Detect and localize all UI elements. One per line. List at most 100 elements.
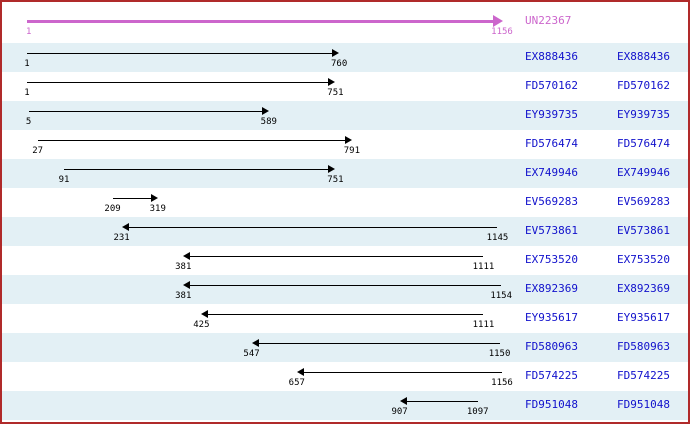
hit-end-coord: 1150 (488, 349, 511, 359)
hit-start-coord: 907 (391, 407, 408, 417)
hit-accession-link-secondary[interactable]: EX749946 (617, 166, 670, 179)
hit-end-coord: 760 (331, 59, 348, 69)
hit-accession-link-secondary[interactable]: EX753520 (617, 253, 670, 266)
hit-row-stripe: 657 1156 (2, 362, 674, 391)
hit-end-coord: 1111 (472, 320, 495, 330)
hit-accession-link-secondary[interactable]: FD570162 (617, 79, 670, 92)
query-start-coord: 1 (26, 27, 32, 37)
alignment-arrowhead-right-icon (261, 107, 269, 115)
hit-accession-link-secondary[interactable]: FD951048 (617, 398, 670, 411)
hit-row-stripe: 231 1145 (2, 217, 674, 246)
hit-row[interactable]: 5 589 EY939735 EY939735 (2, 101, 688, 130)
hit-start-coord: 657 (288, 378, 305, 388)
hit-accession-link-secondary[interactable]: EY939735 (617, 108, 670, 121)
hit-row[interactable]: 425 1111 EY935617 EY935617 (2, 304, 688, 333)
alignment-arrowhead-left-icon (183, 281, 191, 289)
hit-accession-link[interactable]: FD574225 (525, 369, 578, 382)
query-end-coord: 1156 (491, 27, 513, 37)
hit-row[interactable]: 231 1145 EV573861 EV573861 (2, 217, 688, 246)
hit-row-stripe: 425 1111 (2, 304, 674, 333)
alignment-bar[interactable] (112, 198, 152, 199)
hit-end-coord: 791 (343, 146, 361, 156)
alignment-bar[interactable] (257, 343, 500, 344)
hit-start-coord: 1 (24, 59, 30, 69)
hit-accession-link[interactable]: EV573861 (525, 224, 578, 237)
hit-start-coord: 425 (193, 320, 210, 330)
hit-end-coord: 1111 (472, 262, 495, 272)
hit-end-coord: 1145 (486, 233, 509, 243)
alignment-arrowhead-right-icon (332, 49, 340, 57)
alignment-bar[interactable] (302, 372, 502, 373)
hit-accession-link[interactable]: EX749946 (525, 166, 578, 179)
alignment-arrowhead-right-icon (328, 78, 336, 86)
alignment-arrowhead-right-icon (328, 165, 336, 173)
hit-accession-link[interactable]: EX892369 (525, 282, 578, 295)
alignment-bar[interactable] (64, 169, 330, 170)
hit-accession-link[interactable]: FD951048 (525, 398, 578, 411)
alignment-bar[interactable] (127, 227, 498, 228)
alignment-arrowhead-left-icon (121, 223, 129, 231)
alignment-arrowhead-left-icon (251, 339, 259, 347)
hit-start-coord: 381 (175, 291, 192, 301)
hit-start-coord: 91 (58, 175, 70, 185)
hit-end-coord: 589 (260, 117, 277, 127)
hit-row-stripe: 91 751 (2, 159, 674, 188)
hit-row[interactable]: 91 751 EX749946 EX749946 (2, 159, 688, 188)
alignment-arrowhead-left-icon (183, 252, 191, 260)
hit-end-coord: 1154 (490, 291, 513, 301)
hit-accession-link[interactable]: EX888436 (525, 50, 578, 63)
hit-accession-link-secondary[interactable]: EY935617 (617, 311, 670, 324)
alignment-bar[interactable] (189, 256, 484, 257)
hit-end-coord: 1156 (491, 378, 513, 388)
hit-accession-link-secondary[interactable]: EX888436 (617, 50, 670, 63)
alignment-bar[interactable] (189, 285, 502, 286)
hit-row[interactable]: 547 1150 FD580963 FD580963 (2, 333, 688, 362)
hit-start-coord: 27 (32, 146, 44, 156)
hit-start-coord: 209 (104, 204, 121, 214)
hit-accession-link-secondary[interactable]: EV569283 (617, 195, 670, 208)
alignment-arrowhead-left-icon (296, 368, 304, 376)
hit-accession-link[interactable]: FD570162 (525, 79, 578, 92)
hit-accession-link-secondary[interactable]: FD580963 (617, 340, 670, 353)
hit-row[interactable]: 381 1154 EX892369 EX892369 (2, 275, 688, 304)
hit-start-coord: 5 (25, 117, 32, 127)
alignment-bar[interactable] (27, 82, 330, 83)
query-track: 1 1156 UN22367 (2, 7, 688, 43)
hit-accession-link[interactable]: EY939735 (525, 108, 578, 121)
hit-accession-link-secondary[interactable]: FD574225 (617, 369, 670, 382)
hit-row[interactable]: 27 791 FD576474 FD576474 (2, 130, 688, 159)
hit-accession-link-secondary[interactable]: EV573861 (617, 224, 670, 237)
hit-start-coord: 547 (243, 349, 260, 359)
alignment-bar[interactable] (27, 53, 334, 54)
hit-accession-link-secondary[interactable]: FD576474 (617, 137, 670, 150)
alignment-arrowhead-right-icon (344, 136, 352, 144)
query-arrowhead-icon (493, 15, 503, 27)
alignment-bar[interactable] (28, 111, 263, 112)
hit-accession-link-secondary[interactable]: EX892369 (617, 282, 670, 295)
hit-accession-link[interactable]: FD576474 (525, 137, 578, 150)
hit-start-coord: 231 (113, 233, 130, 243)
alignment-bar[interactable] (207, 314, 484, 315)
hit-start-coord: 1 (24, 88, 30, 98)
hit-row-stripe: 547 1150 (2, 333, 674, 362)
hit-accession-link[interactable]: EY935617 (525, 311, 578, 324)
hit-accession-link[interactable]: FD580963 (525, 340, 578, 353)
hit-row-stripe: 27 791 (2, 130, 674, 159)
hit-accession-link[interactable]: EV569283 (525, 195, 578, 208)
hit-row[interactable]: 657 1156 FD574225 FD574225 (2, 362, 688, 391)
alignment-bar[interactable] (37, 140, 346, 141)
hit-accession-link[interactable]: EX753520 (525, 253, 578, 266)
hit-end-coord: 751 (327, 175, 344, 185)
alignment-bar[interactable] (405, 401, 478, 402)
alignment-arrowhead-left-icon (399, 397, 407, 405)
